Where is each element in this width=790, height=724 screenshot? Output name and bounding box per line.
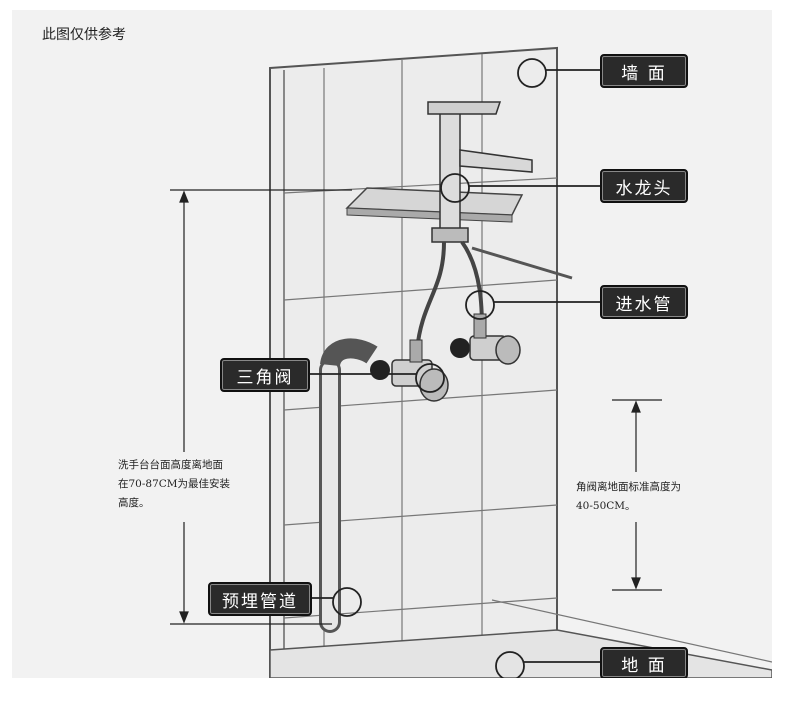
valve-height-dimension <box>612 399 662 591</box>
faucet-label: 水龙头 <box>600 169 688 203</box>
faucet-handle <box>427 101 502 115</box>
faucet-spout <box>459 149 533 173</box>
wall-callout-icon <box>517 58 547 88</box>
callouts <box>308 58 600 678</box>
wall-label: 墙 面 <box>600 54 688 88</box>
floor-label: 地 面 <box>600 647 688 678</box>
floor-callout-icon <box>495 651 525 678</box>
angle-valve-label: 三角阀 <box>220 358 310 392</box>
faucet-body <box>439 109 461 231</box>
valve-height-note: 角阀离地面标准高度为 40-50CM。 <box>576 481 681 512</box>
shelf-bracket <box>471 246 573 280</box>
faucet-callout-icon <box>440 173 470 203</box>
inlet-hose-left <box>415 241 446 351</box>
valve-callout-icon <box>415 363 445 393</box>
basin-height-dimension <box>170 189 352 625</box>
inlet-pipe-label: 进水管 <box>600 285 688 319</box>
diagram-canvas: 此图仅供参考 墙 面 水龙头 进水管 三角阀 预埋管道 地 面 洗手台台面高度离… <box>12 10 772 678</box>
basin-height-note: 洗手台台面高度离地面 在70-87CM为最佳安装 高度。 <box>118 459 231 509</box>
angle-valve-left <box>370 339 449 402</box>
inlet-callout-icon <box>465 290 495 320</box>
watermark-text: 此图仅供参考 <box>42 27 126 43</box>
plumbing-illustration <box>170 46 772 678</box>
angle-valve-right <box>450 313 521 365</box>
embedded-pipe-label: 预埋管道 <box>208 582 312 616</box>
pipe-callout-icon <box>332 587 362 617</box>
